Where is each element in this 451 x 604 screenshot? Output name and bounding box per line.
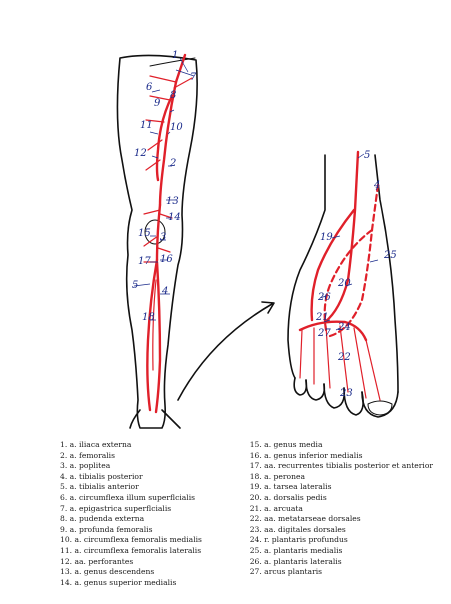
foot-label-26: 26: [317, 292, 331, 303]
legend-item: 19. a. tarsea lateralis: [249, 482, 332, 492]
knee-outline: [144, 219, 166, 245]
legend-item: 14. a. genus superior medialis: [60, 577, 177, 587]
leg-label-3: 3: [160, 232, 166, 243]
foot-label-24: 24: [337, 322, 351, 333]
leg-label-13: 13: [166, 196, 179, 207]
legend-item: 13. a. genus descendens: [60, 567, 155, 577]
legend-item: 20. a. dorsalis pedis: [249, 492, 327, 502]
legend-item: 15. a. genus media: [249, 440, 323, 449]
legend-item: 24. r. plantaris profundus: [249, 535, 348, 545]
legend-column-right: 15. a. genus media 16. a. genus inferior…: [250, 440, 440, 588]
leg-label-18: 18: [142, 312, 155, 323]
foot-label-19: 19: [320, 232, 333, 243]
leg-label-17: 17: [138, 256, 151, 267]
foot-label-27: 27: [317, 328, 331, 339]
leg-label-11: 11: [140, 120, 153, 131]
artery-iliaca-externa: [174, 53, 187, 84]
legend-item: 23. aa. digitales dorsales: [249, 524, 346, 534]
foot-drawing: [287, 150, 399, 418]
legend-item: 27. arcus plantaris: [249, 567, 323, 577]
legend-item: 8. a. pudenda externa: [60, 514, 145, 524]
legend-item: 16. a. genus inferior medialis: [249, 450, 363, 460]
legend-item: 21. a. arcuata: [249, 503, 303, 513]
foot-label-23: 23: [339, 388, 353, 399]
connector-arrow: [177, 301, 275, 401]
leg-label-2: 2: [169, 158, 176, 169]
leg-label-1: 1: [172, 50, 178, 61]
legend-item: 7. a. epigastrica superflcialis: [60, 503, 172, 513]
foot-artery-arcuata: [298, 320, 368, 342]
artery-tibialis-anterior: [146, 258, 159, 412]
artery-femoralis: [158, 80, 178, 207]
legend-item: 4. a. tibialis posterior: [60, 471, 143, 481]
foot-label-20: 20: [337, 278, 351, 289]
leg-label-12: 12: [134, 148, 147, 159]
inguinal-line: [149, 57, 196, 67]
legend-item: 5. a. tibialis anterior: [60, 482, 139, 492]
foot-label-22: 22: [337, 352, 351, 363]
legend-item: 3. a. poplitea: [60, 461, 111, 471]
legend-item: 17. aa. recurrentes tibialis posterior e…: [249, 461, 434, 471]
foot-artery-plantaris-lateralis: [323, 228, 374, 332]
foot-label-4: 4: [373, 180, 380, 191]
foot-label-5: 5: [364, 150, 370, 161]
leg-foot-outline: [129, 409, 181, 429]
legend-item: 10. a. circumflexa femoralis medialis: [60, 535, 202, 545]
legend-item: 2. a. femoralis: [60, 450, 116, 460]
leg-label-15: 15: [138, 228, 151, 239]
foot-label-21: 21: [315, 312, 329, 323]
legend-item: 22. aa. metatarseae dorsales: [249, 514, 361, 524]
foot-artery-digitales: [299, 325, 381, 401]
anatomy-figure: 1 7 6 8 9 11 10 12 2 13 14 15 3 16 17 5 …: [116, 50, 399, 429]
toenail: [367, 400, 393, 416]
leg-label-9: 9: [154, 98, 161, 109]
leg-label-16: 16: [160, 254, 173, 265]
legend-item: 1. a. iliaca externa: [60, 440, 132, 449]
artery-branches-thigh: [143, 75, 193, 263]
leg-leader-lines: [133, 57, 195, 321]
legend: 1. a. iliaca externa 2. a. femoralis 3. …: [60, 440, 440, 588]
foot-artery-plantaris: [328, 183, 380, 338]
legend-item: 9. a. profunda femoralis: [60, 524, 153, 534]
leg-label-8: 8: [170, 90, 176, 101]
leg-labels: 1 7 6 8 9 11 10 12 2 13 14 15 3 16 17 5 …: [132, 50, 197, 323]
legend-item: 25. a. plantaris medialis: [249, 545, 343, 555]
leg-label-5: 5: [132, 280, 138, 291]
leg-label-6: 6: [146, 82, 153, 93]
legend-item: 12. aa. perforantes: [60, 556, 134, 566]
foot-outline: [287, 154, 399, 393]
toe-2: [305, 379, 326, 401]
toe-5: [361, 391, 399, 418]
foot-artery-tarsea: [310, 208, 356, 322]
leg-outline: [116, 54, 198, 429]
legend-item: 18. a. peronea: [249, 471, 306, 481]
legend-item: 11. a. circumflexa femoralis lateralis: [60, 545, 202, 555]
foot-artery-dorsalis-pedis: [323, 150, 360, 324]
artery-tibialis-posterior: [154, 260, 162, 414]
legend-column-left: 1. a. iliaca externa 2. a. femoralis 3. …: [60, 440, 236, 588]
foot-label-25: 25: [383, 250, 397, 261]
foot-leader-lines: [319, 153, 379, 331]
leg-label-7: 7: [190, 72, 197, 83]
legend-item: 26. a. plantaris lateralis: [249, 556, 342, 566]
leg-drawing: [116, 53, 198, 429]
legend-item: 6. a. circumflexa illum superflcialis: [60, 492, 196, 502]
artery-peronea: [152, 279, 157, 371]
toe-1: [293, 377, 308, 396]
leg-label-14: 14: [168, 212, 181, 223]
leg-label-10: 10: [170, 122, 183, 133]
foot-labels: 5 4 19 25 20 26 21 24 27 22 23: [315, 150, 397, 399]
artery-profunda: [155, 94, 174, 182]
leg-label-4: 4: [161, 286, 168, 297]
